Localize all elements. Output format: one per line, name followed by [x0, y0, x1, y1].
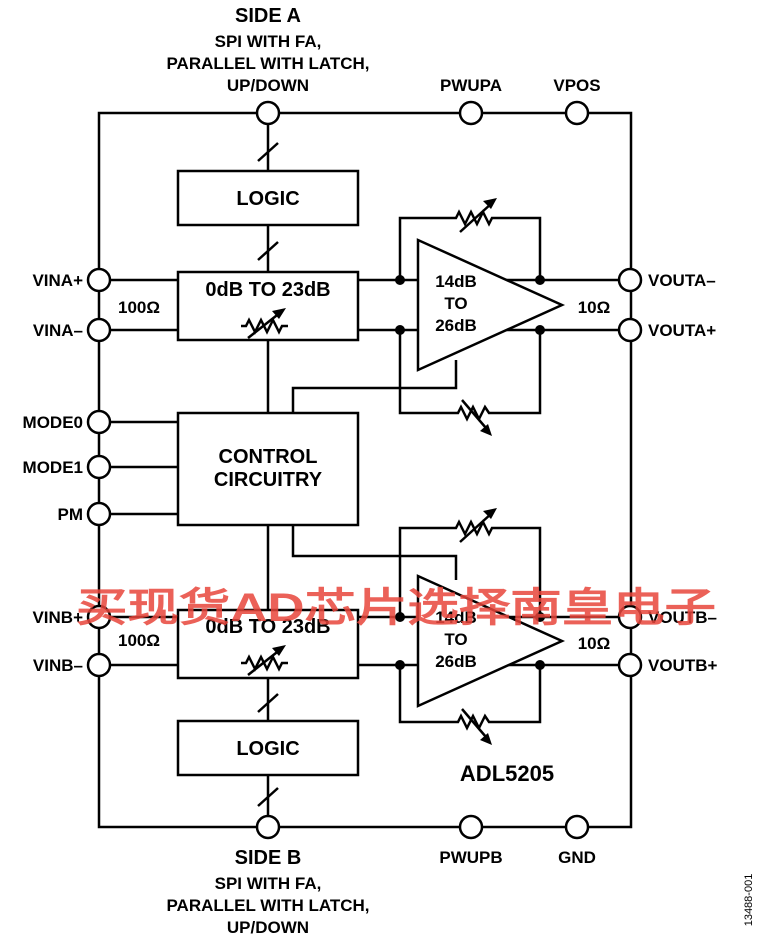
amp-a-line1: 14dB	[435, 272, 477, 291]
pin-voutb-plus	[617, 652, 643, 678]
side-b-line3: UP/DOWN	[227, 918, 309, 937]
control-line2: CIRCUITRY	[214, 469, 323, 491]
amplifier-b	[416, 574, 566, 708]
pin-vina-minus	[86, 317, 112, 343]
pin-vinb-minus	[86, 652, 112, 678]
side-b-line1: SPI WITH FA,	[215, 874, 322, 893]
pin-pwupb	[458, 814, 484, 840]
pin-side-a	[255, 100, 281, 126]
pin-label-gnd: GND	[558, 848, 596, 867]
pin-side-b	[255, 814, 281, 840]
pin-label-vinb-plus: VINB+	[32, 608, 83, 627]
side-b-title: SIDE B	[235, 847, 302, 869]
input-resistor-a: 100Ω	[118, 298, 160, 317]
pin-label-voutb-plus: VOUTB+	[648, 656, 718, 675]
variable-resistor-icon	[456, 708, 492, 745]
attenuator-a-label: 0dB TO 23dB	[205, 279, 330, 301]
pin-vpos	[564, 100, 590, 126]
pin-label-vina-plus: VINA+	[32, 271, 83, 290]
pin-label-vinb-minus: VINB–	[33, 656, 83, 675]
logic-block-b	[176, 719, 360, 777]
pin-pwupa	[458, 100, 484, 126]
control-circuitry-block	[176, 411, 360, 527]
pin-label-pwupb: PWUPB	[439, 848, 502, 867]
pin-gnd	[564, 814, 590, 840]
pin-label-mode0: MODE0	[23, 413, 83, 432]
logic-b-label: LOGIC	[236, 738, 299, 760]
side-a-line1: SPI WITH FA,	[215, 32, 322, 51]
variable-resistor-icon	[241, 308, 288, 339]
figure-id: 13488-001	[743, 874, 755, 927]
output-resistor-a: 10Ω	[578, 298, 611, 317]
pin-mode0	[86, 409, 112, 435]
side-b-line2: PARALLEL WITH LATCH,	[166, 896, 369, 915]
side-a-title: SIDE A	[235, 5, 301, 27]
pin-vouta-plus	[617, 317, 643, 343]
pin-label-mode1: MODE1	[23, 458, 83, 477]
variable-resistor-icon	[241, 645, 288, 676]
pin-label-vouta-plus: VOUTA+	[648, 321, 716, 340]
variable-resistor-icon	[450, 508, 498, 543]
pin-vina-plus	[86, 267, 112, 293]
pin-mode1	[86, 454, 112, 480]
pin-vinb-plus	[86, 604, 112, 630]
pin-label-pm: PM	[58, 505, 84, 524]
logic-a-label: LOGIC	[236, 188, 299, 210]
amp-a-line2: TO	[444, 294, 467, 313]
output-resistor-b: 10Ω	[578, 634, 611, 653]
side-a-line2: PARALLEL WITH LATCH,	[166, 54, 369, 73]
pin-label-vouta-minus: VOUTA–	[648, 271, 716, 290]
input-resistor-b: 100Ω	[118, 631, 160, 650]
side-a-line3: UP/DOWN	[227, 76, 309, 95]
variable-resistor-icon	[456, 399, 492, 436]
amp-a-line3: 26dB	[435, 316, 477, 335]
pin-label-voutb-minus: VOUTB–	[648, 608, 717, 627]
amp-b-line3: 26dB	[435, 652, 477, 671]
attenuator-b-label: 0dB TO 23dB	[205, 616, 330, 638]
logic-block-a	[176, 169, 360, 227]
variable-resistor-icon	[450, 198, 498, 233]
pin-label-pwupa: PWUPA	[440, 76, 502, 95]
amplifier-a	[416, 238, 566, 372]
pin-label-vina-minus: VINA–	[33, 321, 83, 340]
pin-label-vpos: VPOS	[553, 76, 600, 95]
pin-vouta-minus	[617, 267, 643, 293]
pin-voutb-minus	[617, 604, 643, 630]
amp-b-line1: 14dB	[435, 608, 477, 627]
watermark-text: 买现货AD芯片选择南皇电子	[76, 586, 716, 630]
control-line1: CONTROL	[219, 446, 318, 468]
amp-b-line2: TO	[444, 630, 467, 649]
pin-pm	[86, 501, 112, 527]
part-number: ADL5205	[460, 761, 554, 786]
